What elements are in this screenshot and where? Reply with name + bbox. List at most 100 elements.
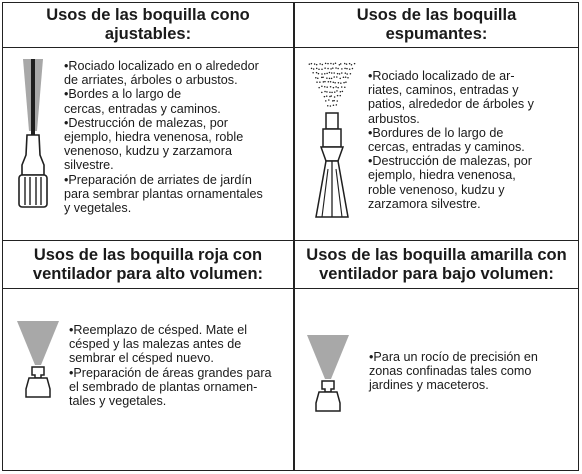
foam-dot — [346, 73, 348, 75]
foam-dot — [332, 67, 334, 69]
foam-dot — [335, 67, 337, 69]
text-line: •Destrucción de malezas, por — [64, 115, 229, 130]
foam-dot — [328, 99, 330, 101]
foam-dot — [339, 63, 342, 65]
panel-adjustable-header: Usos de las boquilla cono ajustables: — [3, 3, 293, 47]
header-divider-bottom — [3, 288, 578, 290]
foam-dot — [324, 85, 326, 88]
text-line: ejemplo, hiedra venenosa, — [368, 168, 516, 183]
foam-dot — [345, 81, 347, 83]
foam-dot — [317, 72, 320, 75]
foam-dot — [333, 72, 335, 74]
foam-dot — [337, 86, 339, 89]
foam-dot — [331, 91, 333, 94]
foam-dot — [313, 63, 316, 65]
foam-dot — [324, 90, 326, 93]
panel-foaming-text: •Rociado localizado de ar- riates, camin… — [368, 69, 576, 211]
panel-yellow-fan-header: Usos de las boquilla amarilla con ventil… — [295, 241, 578, 288]
foam-dot — [326, 91, 328, 93]
foam-dot — [324, 80, 326, 83]
yellow-fan-nozzle-icon — [307, 335, 349, 412]
panel-yellow-fan-title-line1: Usos de las boquilla amarilla con — [306, 245, 567, 264]
header-divider-top — [3, 47, 578, 49]
foam-dot — [330, 62, 332, 65]
foam-dot — [329, 95, 331, 98]
foam-dot — [332, 104, 335, 106]
foam-dot — [329, 105, 332, 107]
foam-dot — [327, 80, 330, 83]
text-line: •Reemplazo de césped. Mate el — [69, 323, 248, 337]
panel-foaming-title-line1: Usos de las boquilla — [356, 6, 517, 24]
foam-dot — [334, 82, 336, 84]
panel-red-fan-text: •Reemplazo de césped. Mate el césped y l… — [69, 323, 291, 408]
foam-dot — [329, 91, 331, 94]
foam-dot — [326, 72, 328, 75]
text-line: cercas, entradas y caminos. — [64, 101, 221, 116]
foam-dot — [308, 63, 311, 65]
foam-dot — [325, 100, 327, 102]
foam-dot — [342, 76, 345, 78]
foam-dot — [328, 71, 331, 74]
foam-dot — [337, 82, 340, 84]
foam-dot — [310, 67, 313, 70]
foam-dot — [318, 86, 320, 89]
foam-dot — [323, 95, 326, 98]
text-line: •Bordures de lo largo de — [368, 125, 504, 140]
foam-dot — [324, 67, 326, 69]
foam-dot — [344, 67, 346, 70]
foam-dot — [338, 73, 341, 75]
foam-dot — [350, 64, 353, 66]
foam-dot — [327, 105, 329, 107]
foam-dot — [330, 68, 332, 70]
foam-dot — [341, 90, 344, 93]
foam-dot — [348, 68, 351, 70]
foam-dot — [316, 81, 318, 83]
foam-dot — [326, 86, 328, 88]
text-line: tales y vegetales. — [69, 394, 167, 409]
panel-red-fan-header: Usos de las boquilla roja con ventilador… — [3, 241, 293, 288]
foam-dot — [347, 77, 349, 79]
foam-dot — [333, 96, 336, 98]
text-line: cercas, entradas y caminos. — [368, 140, 525, 155]
foam-dot — [330, 95, 333, 97]
foam-dot — [336, 94, 339, 97]
foam-dot — [343, 81, 345, 84]
text-line: •Para un rocío de precisión en — [369, 350, 538, 364]
panel-foaming-title-line2: espumantes: — [385, 25, 488, 43]
foam-dot — [310, 62, 313, 65]
foam-dot — [321, 91, 323, 94]
text-line: roble venenoso, kudzu y — [368, 182, 505, 197]
foam-dot — [329, 81, 332, 83]
foam-dot — [334, 62, 337, 65]
foam-dot — [333, 76, 335, 78]
foam-dot — [332, 81, 335, 84]
foam-dot — [341, 72, 343, 74]
panel-red-fan-title-line2: ventilador para alto volumen: — [32, 264, 264, 283]
panel-adjustable-title-line2: ajustables: — [104, 25, 192, 43]
text-line: riates, caminos, entradas y — [368, 83, 519, 98]
text-line: de arriates, árboles o arbustos. — [64, 73, 238, 88]
text-line: silvestre. — [64, 158, 114, 173]
text-line: •Preparación de arriates de jardín — [64, 172, 252, 187]
foam-dot — [326, 77, 328, 79]
foam-dot — [340, 82, 342, 84]
row-divider — [3, 240, 578, 242]
foam-dot — [335, 86, 337, 88]
foam-dot — [336, 72, 339, 75]
foam-dot — [327, 67, 329, 70]
foam-dot — [348, 62, 351, 65]
foam-dot — [338, 64, 341, 66]
foam-dot — [336, 90, 338, 92]
foam-dot — [346, 67, 348, 70]
foam-dot — [321, 85, 323, 88]
foam-dot — [324, 62, 327, 65]
foam-dot — [331, 100, 334, 102]
foam-dot — [345, 63, 348, 65]
text-line: patios, alrededor de árboles y — [368, 97, 534, 112]
foam-dot — [322, 81, 325, 83]
panel-red-fan-title-line1: Usos de las boquilla roja con — [33, 245, 263, 264]
red-fan-nozzle-icon — [17, 321, 59, 398]
foam-dot — [328, 77, 331, 80]
foam-dot — [344, 86, 346, 89]
text-line: •Bordes a lo largo de — [64, 87, 182, 102]
